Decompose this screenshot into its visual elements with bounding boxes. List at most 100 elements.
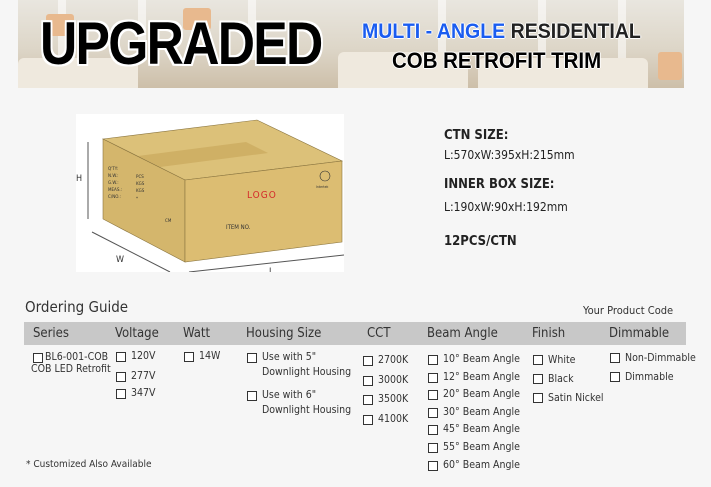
checkbox[interactable] [610, 353, 620, 363]
checkbox[interactable] [533, 374, 543, 384]
carton-box-illustration: H W L LOGO ITEM NO. Q'TY: N.W.: G.W.: ME… [76, 114, 345, 277]
cct-option[interactable]: 3500K [363, 390, 408, 410]
checkbox[interactable] [533, 355, 543, 365]
beam-option[interactable]: 60° Beam Angle [428, 457, 520, 475]
checkbox[interactable] [428, 425, 438, 436]
beam-option[interactable]: 55° Beam Angle [428, 439, 520, 457]
box-unit: KGS [136, 181, 145, 187]
product-code-label: Your Product Code [583, 304, 674, 317]
option-label-line2: Downlight Housing [262, 404, 352, 416]
checkbox[interactable] [428, 390, 438, 401]
option-label: 3000K [378, 373, 409, 386]
checkbox[interactable] [116, 352, 126, 362]
dim-l-label: L [269, 267, 274, 272]
header-dimmable: Dimmable [609, 326, 670, 341]
checkbox[interactable] [363, 395, 373, 405]
option-label: White [548, 354, 576, 366]
option-label: 2700K [378, 354, 409, 366]
finish-option[interactable]: Satin Nickel [533, 389, 604, 408]
checkbox[interactable] [247, 353, 257, 363]
checkbox[interactable] [116, 389, 126, 399]
housing-option[interactable]: Use with 5"Downlight Housing [247, 351, 351, 381]
checkbox[interactable] [428, 460, 438, 471]
inner-box-value: L:190xW:90xH:192mm [444, 200, 568, 214]
ctn-size-value: L:570xW:395xH:215mm [444, 148, 575, 162]
option-label: 10° Beam Angle [443, 353, 520, 365]
dimmable-option[interactable]: Dimmable [610, 368, 696, 387]
beam-option[interactable]: 10° Beam Angle [428, 351, 520, 369]
checkbox[interactable] [363, 375, 373, 386]
box-unit: KGS [136, 188, 145, 194]
header-watt: Watt [183, 326, 211, 341]
voltage-option[interactable]: 347V [116, 387, 156, 399]
header-housing: Housing Size [246, 326, 322, 341]
checkbox[interactable] [247, 391, 257, 401]
voltage-option[interactable]: 277V [116, 368, 156, 387]
dimmable-column: Non-Dimmable Dimmable [610, 349, 696, 387]
voltage-option[interactable]: 120V [116, 350, 156, 368]
dimmable-option[interactable]: Non-Dimmable [610, 349, 696, 368]
checkbox[interactable] [184, 352, 194, 362]
box-unit: * [136, 196, 138, 202]
option-label: Use with 6" [262, 389, 317, 401]
series-option[interactable]: BL6-001-COB [33, 351, 111, 363]
cct-option[interactable]: 4100K [363, 410, 408, 430]
beam-option[interactable]: 20° Beam Angle [428, 386, 520, 404]
housing-option[interactable]: Use with 6" Downlight Housing [247, 389, 351, 419]
item-no-label: ITEM NO. [226, 224, 251, 231]
header-finish: Finish [532, 326, 566, 341]
header-beam-angle: Beam Angle [427, 326, 498, 341]
checkbox[interactable] [428, 407, 438, 418]
option-label-line2: Downlight Housing [262, 366, 352, 378]
beam-option[interactable]: 12° Beam Angle [428, 369, 520, 387]
option-label: Dimmable [625, 371, 674, 383]
option-label: BL6-001-COB [45, 351, 109, 363]
cct-option[interactable]: 3000K [363, 371, 408, 391]
etl-cert-icon [319, 170, 331, 182]
banner-subtitle-line2: COB RETROFIT TRIM [392, 48, 602, 73]
option-label: 3500K [378, 393, 409, 405]
option-label: 45° Beam Angle [443, 423, 520, 436]
cert-label: Intertek [316, 185, 329, 189]
ordering-guide-title: Ordering Guide [25, 298, 129, 316]
box-label: G.W.: [108, 180, 119, 186]
option-label: 60° Beam Angle [443, 458, 520, 471]
series-column: BL6-001-COB COB LED Retrofit [31, 351, 111, 375]
option-label: 20° Beam Angle [443, 388, 520, 401]
option-label: Black [548, 373, 574, 385]
checkbox[interactable] [363, 414, 373, 425]
watt-option[interactable]: 14W [184, 350, 220, 362]
checkbox[interactable] [428, 355, 438, 365]
beam-option[interactable]: 45° Beam Angle [428, 421, 520, 439]
option-label: 55° Beam Angle [443, 440, 520, 453]
box-label: MEAS.: [108, 187, 122, 193]
option-label: 30° Beam Angle [443, 405, 520, 418]
option-label: 4100K [378, 412, 409, 425]
dim-w-label: W [116, 255, 124, 265]
cct-column: 2700K 3000K 3500K 4100K [363, 351, 408, 429]
customized-note: * Customized Also Available [26, 459, 152, 470]
finish-option[interactable]: White [533, 351, 604, 370]
watt-column: 14W [184, 350, 220, 362]
checkbox[interactable] [428, 442, 438, 453]
checkbox[interactable] [428, 372, 438, 383]
housing-column: Use with 5"Downlight Housing Use with 6"… [247, 351, 351, 419]
option-label: 14W [199, 350, 221, 362]
checkbox[interactable] [610, 372, 620, 382]
finish-option[interactable]: Black [533, 370, 604, 389]
table-header: Series Voltage Watt Housing Size CCT Bea… [24, 322, 686, 345]
box-label: Q'TY: [108, 166, 118, 172]
checkbox[interactable] [116, 372, 126, 382]
subtitle-black: RESIDENTIAL [510, 20, 641, 43]
checkbox[interactable] [533, 393, 543, 403]
option-label: Non-Dimmable [625, 352, 696, 364]
beam-option[interactable]: 30° Beam Angle [428, 404, 520, 422]
checkbox[interactable] [33, 353, 43, 363]
option-label: 120V [131, 350, 156, 362]
banner-title: UPGRADED [40, 10, 323, 77]
option-label: 12° Beam Angle [443, 370, 520, 383]
checkbox[interactable] [363, 356, 373, 366]
option-label: Satin Nickel [548, 392, 604, 404]
option-label: 347V [131, 387, 156, 399]
cct-option[interactable]: 2700K [363, 351, 408, 371]
